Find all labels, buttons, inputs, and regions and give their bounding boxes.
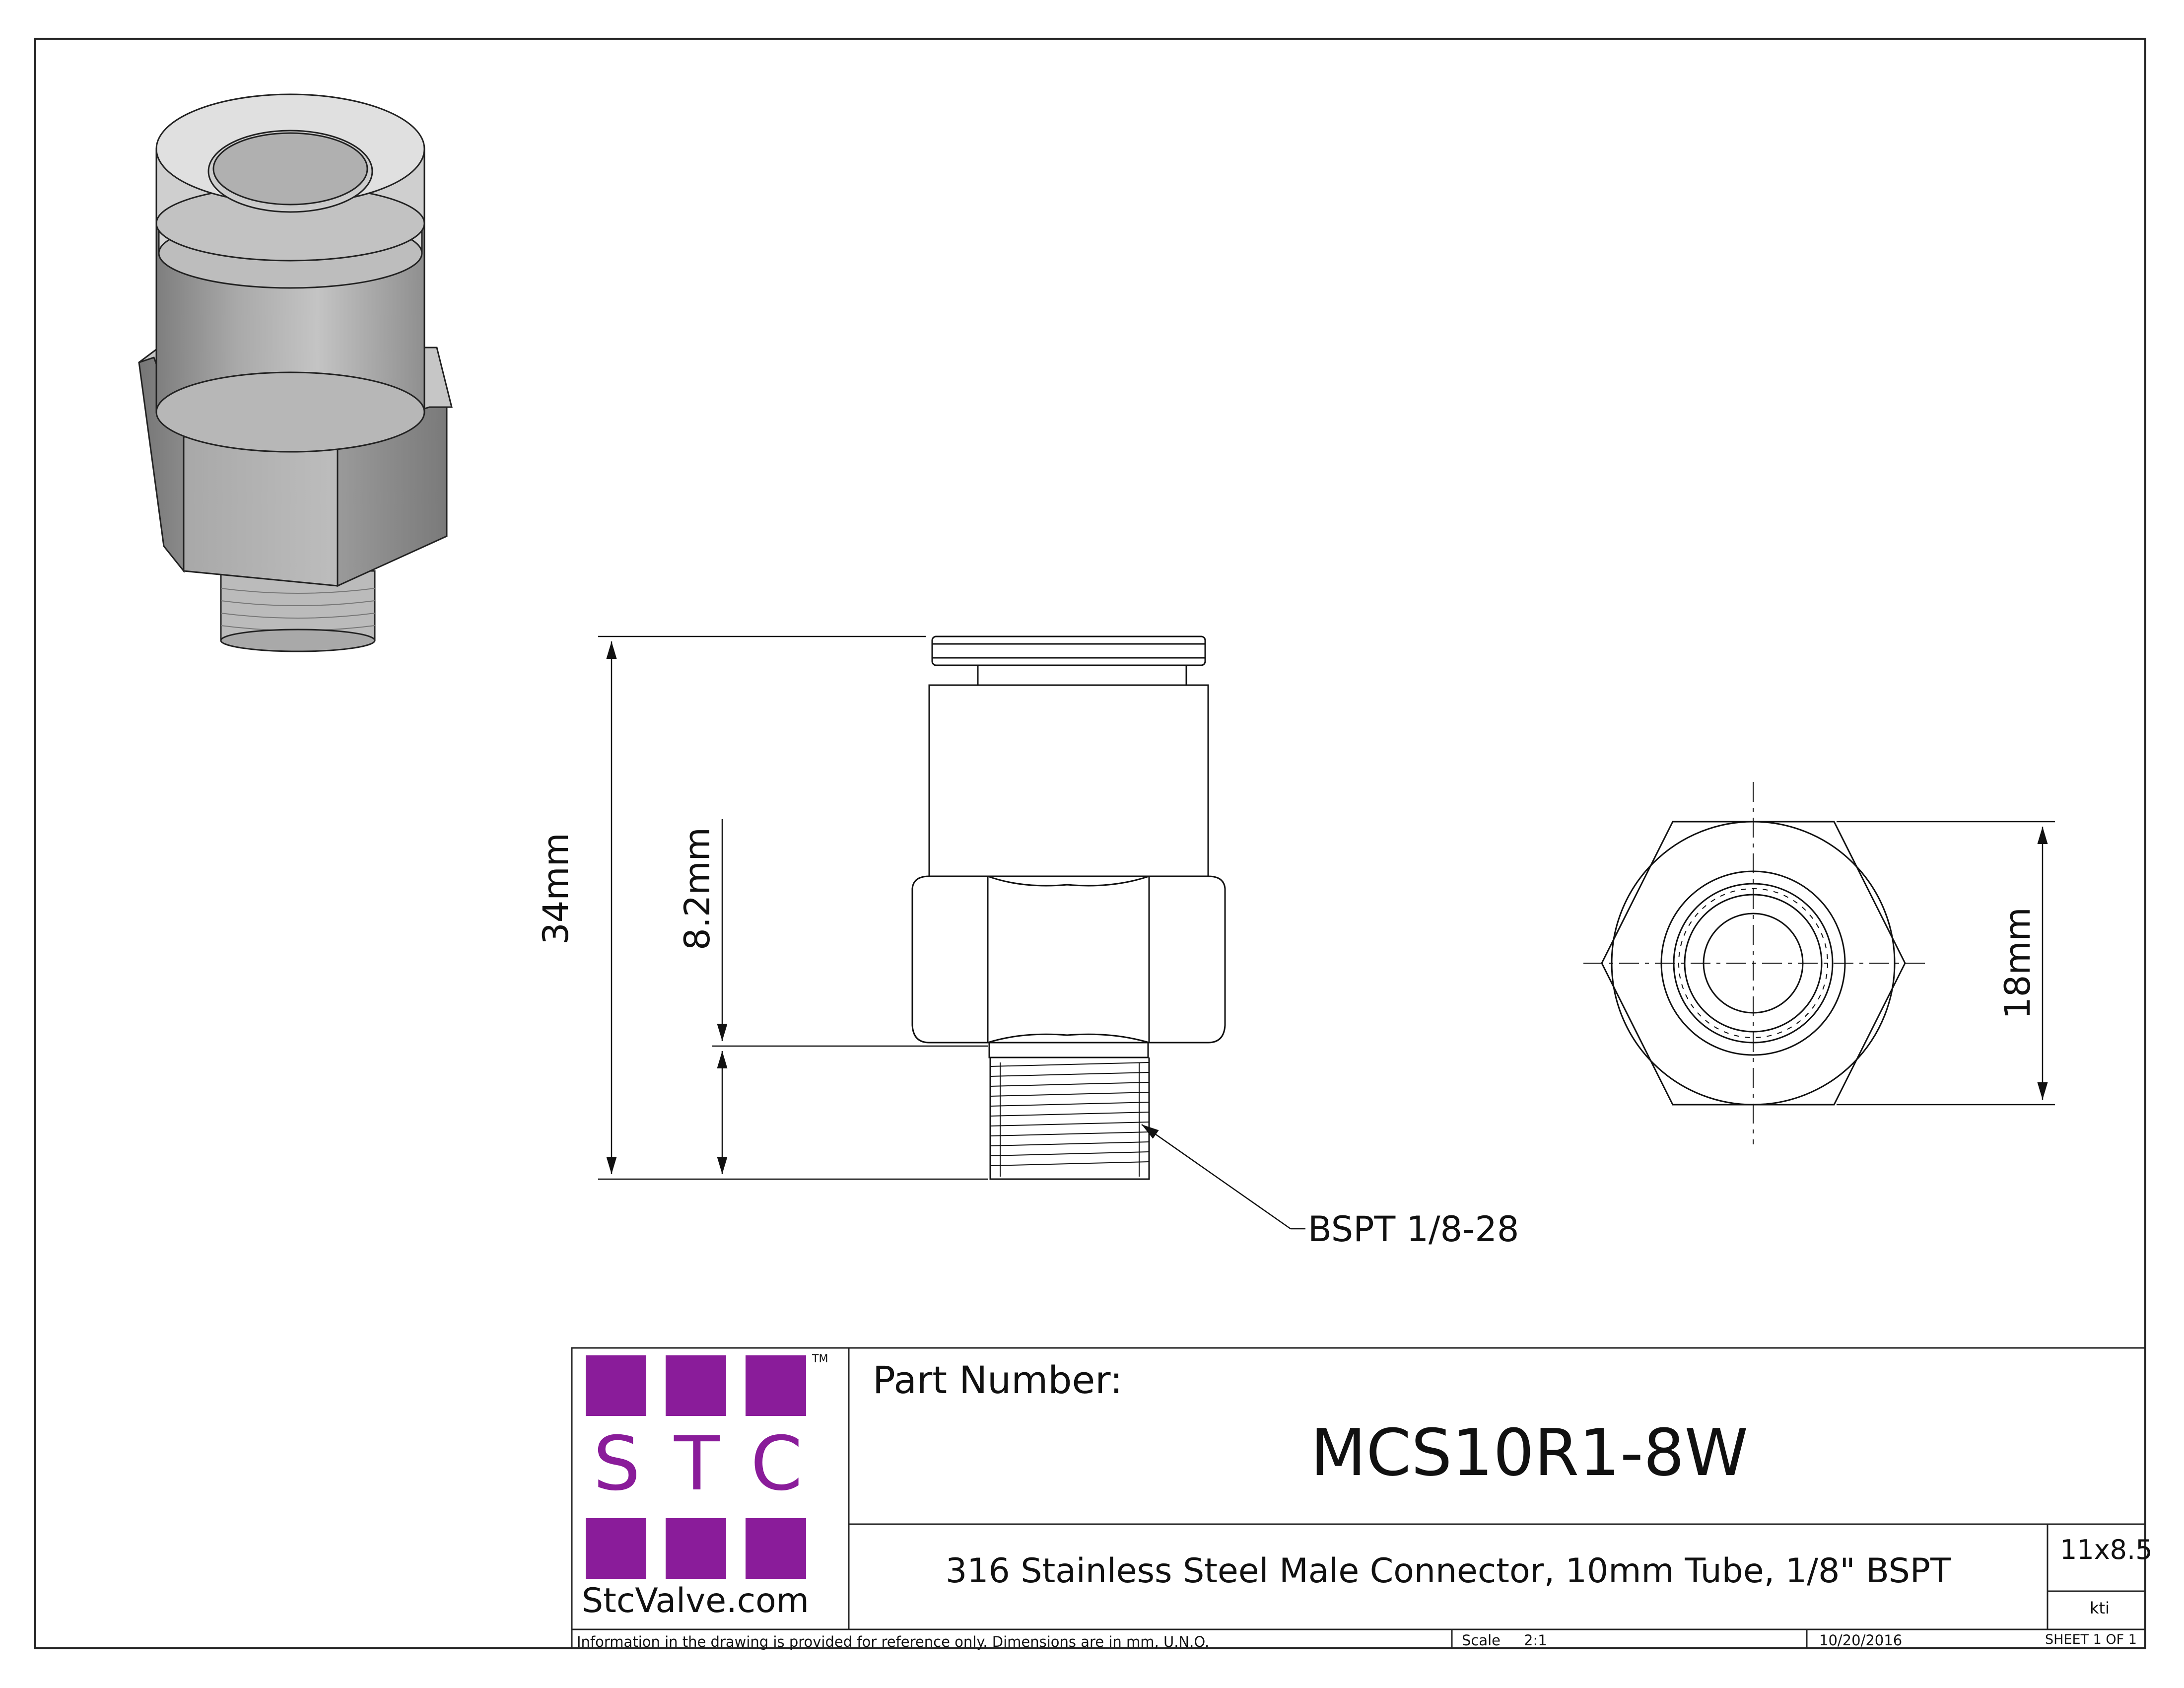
hex-across-dimension: 18mm	[1997, 907, 2038, 1019]
end-view-dimensions	[1837, 821, 2055, 1106]
sheet-size: 11x8.5	[2060, 1534, 2153, 1565]
logo-square	[586, 1518, 646, 1579]
title-block-frame	[571, 1347, 2146, 1649]
logo-letter-c: C	[751, 1421, 803, 1507]
logo-square	[666, 1518, 726, 1579]
logo-square	[666, 1355, 726, 1416]
logo-square	[746, 1518, 806, 1579]
sheet-number: SHEET 1 OF 1	[2045, 1632, 2137, 1647]
reference-note: Information in the drawing is provided f…	[577, 1633, 1210, 1650]
part-description: 316 Stainless Steel Male Connector, 10mm…	[946, 1551, 1951, 1591]
thread-length-dimension: 8.2mm	[677, 827, 718, 950]
overall-height-dimension: 34mm	[536, 833, 576, 945]
scale-label: Scale	[1462, 1632, 1501, 1649]
logo-letter-s: S	[593, 1421, 641, 1507]
drawing-date: 10/20/2016	[1819, 1632, 1903, 1649]
scale-value: 2:1	[1524, 1632, 1547, 1649]
trademark-symbol: TM	[812, 1353, 828, 1365]
logo-letter-t: T	[674, 1421, 720, 1507]
isometric-view	[138, 93, 453, 652]
thread-callout: BSPT 1/8-28	[1308, 1209, 1519, 1250]
drawn-by: kti	[2090, 1599, 2110, 1618]
side-view-dimensions	[598, 635, 1305, 1230]
logo-square	[746, 1355, 806, 1416]
part-number: MCS10R1-8W	[1310, 1415, 1749, 1490]
logo-square	[586, 1355, 646, 1416]
part-number-label: Part Number:	[873, 1358, 1123, 1402]
end-view	[1583, 782, 1926, 1144]
website-label: StcValve.com	[582, 1581, 809, 1620]
side-view	[911, 635, 1226, 1180]
